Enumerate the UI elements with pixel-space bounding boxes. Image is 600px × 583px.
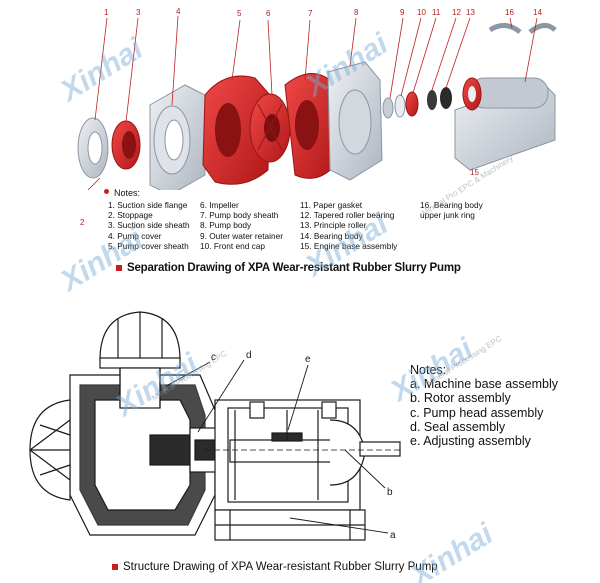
part-suction-side-flange bbox=[77, 117, 109, 179]
bearing-frame bbox=[205, 399, 401, 511]
part-bearing-assembly bbox=[454, 77, 556, 171]
part-number: 13 bbox=[466, 8, 475, 17]
label-leaders bbox=[167, 359, 389, 534]
part-number: 5 bbox=[237, 9, 242, 18]
separation-caption: Separation Drawing of XPA Wear-resistant… bbox=[116, 262, 461, 274]
structure-caption-text: Structure Drawing of XPA Wear-resistant … bbox=[123, 561, 438, 573]
note-item: a. Machine base assembly bbox=[410, 377, 558, 392]
note-item: 8. Pump body bbox=[200, 220, 252, 231]
structure-caption: Structure Drawing of XPA Wear-resistant … bbox=[112, 561, 438, 573]
part-number-2: 2 bbox=[80, 218, 85, 227]
suction-flange bbox=[29, 399, 71, 501]
part-number: 7 bbox=[308, 9, 313, 18]
top-notes-title: Notes: bbox=[114, 188, 141, 198]
label-letters: d c e b a bbox=[211, 350, 396, 541]
part-impeller bbox=[249, 93, 291, 163]
part-number-labels: 1 3 4 5 6 7 8 9 10 11 12 13 14 16 15 bbox=[104, 7, 542, 177]
label-e: e bbox=[305, 354, 311, 365]
note-item: 9. Outer water retainer bbox=[200, 230, 284, 241]
part-number: 11 bbox=[432, 8, 441, 17]
part-number: 16 bbox=[505, 8, 514, 17]
label-d: d bbox=[246, 350, 252, 361]
note-item: upper junk ring bbox=[420, 210, 475, 221]
pump-casing bbox=[69, 367, 216, 536]
part-number: 15 bbox=[470, 168, 479, 177]
adjusting-assembly bbox=[271, 410, 303, 442]
part-shaft-components bbox=[382, 87, 452, 119]
notes-bullet-icon bbox=[104, 189, 109, 194]
part-stoppage bbox=[111, 120, 141, 170]
top-notes-col2: 6. Impeller 7. Pump body sheath 8. Pump … bbox=[200, 200, 283, 251]
caption-bullet-icon bbox=[116, 264, 122, 271]
note-item: 11. Paper gasket bbox=[300, 200, 363, 210]
part-pump-cover bbox=[149, 84, 206, 190]
structure-drawing: d c e b a bbox=[29, 311, 401, 541]
part-number: 6 bbox=[266, 9, 271, 18]
note-item: 4. Pump cover bbox=[108, 230, 162, 241]
part-pump-body bbox=[327, 61, 383, 181]
note-item: 5. Pump cover sheath bbox=[108, 240, 189, 251]
part-number: 9 bbox=[400, 8, 405, 17]
top-notes: Notes: 1. Suction side flange 2. Stoppag… bbox=[100, 188, 520, 268]
note-item: 10. Front end cap bbox=[200, 240, 266, 251]
pump-discharge-dome bbox=[99, 311, 181, 369]
note-item: 6. Impeller bbox=[200, 200, 239, 210]
note-item: 15. Engine base assembly bbox=[300, 240, 398, 251]
label-a: a bbox=[390, 530, 396, 541]
top-notes-col3: 11. Paper gasket 12. Tapered roller bear… bbox=[300, 200, 397, 251]
note-item: c. Pump head assembly bbox=[410, 405, 544, 420]
label-b: b bbox=[387, 487, 393, 498]
caption-bullet-icon bbox=[112, 563, 118, 570]
part-number: 3 bbox=[136, 8, 141, 17]
part-number: 1 bbox=[104, 8, 109, 17]
note-item: 1. Suction side flange bbox=[108, 200, 188, 210]
machine-base bbox=[214, 509, 366, 541]
part-pump-body-sheath bbox=[284, 73, 336, 179]
part-number: 14 bbox=[533, 8, 542, 17]
note-item: 14. Bearing body bbox=[300, 230, 363, 241]
separation-caption-text: Separation Drawing of XPA Wear-resistant… bbox=[127, 262, 461, 274]
note-item: 2. Stoppage bbox=[108, 210, 153, 221]
bottom-notes: Notes: a. Machine base assembly b. Rotor… bbox=[410, 363, 558, 448]
part-upper-junk-ring bbox=[488, 23, 557, 35]
note-item: 3. Suction side sheath bbox=[108, 220, 190, 231]
note-item: 13. Principle roller bbox=[300, 220, 367, 231]
part-number: 10 bbox=[417, 8, 426, 17]
bottom-notes-title: Notes: bbox=[410, 363, 447, 377]
note-item: 16. Bearing body bbox=[420, 200, 483, 210]
note-item: d. Seal assembly bbox=[410, 419, 506, 434]
note-item: 12. Tapered roller bearing bbox=[300, 210, 395, 221]
part-number: 12 bbox=[452, 8, 461, 17]
note-item: e. Adjusting assembly bbox=[410, 434, 531, 449]
top-notes-col1: 1. Suction side flange 2. Stoppage 3. Su… bbox=[108, 200, 190, 251]
part-number: 4 bbox=[176, 7, 181, 16]
label-c: c bbox=[211, 352, 216, 363]
part-number: 8 bbox=[354, 8, 359, 17]
part-pump-cover-sheath bbox=[202, 75, 271, 185]
part-leader-lines bbox=[87, 15, 538, 190]
top-notes-col4: 16. Bearing body upper junk ring bbox=[420, 200, 483, 220]
note-item: b. Rotor assembly bbox=[410, 391, 511, 406]
note-item: 7. Pump body sheath bbox=[200, 210, 279, 221]
separation-drawing: 1 3 4 5 6 7 8 9 10 11 12 13 14 16 15 bbox=[77, 7, 557, 190]
